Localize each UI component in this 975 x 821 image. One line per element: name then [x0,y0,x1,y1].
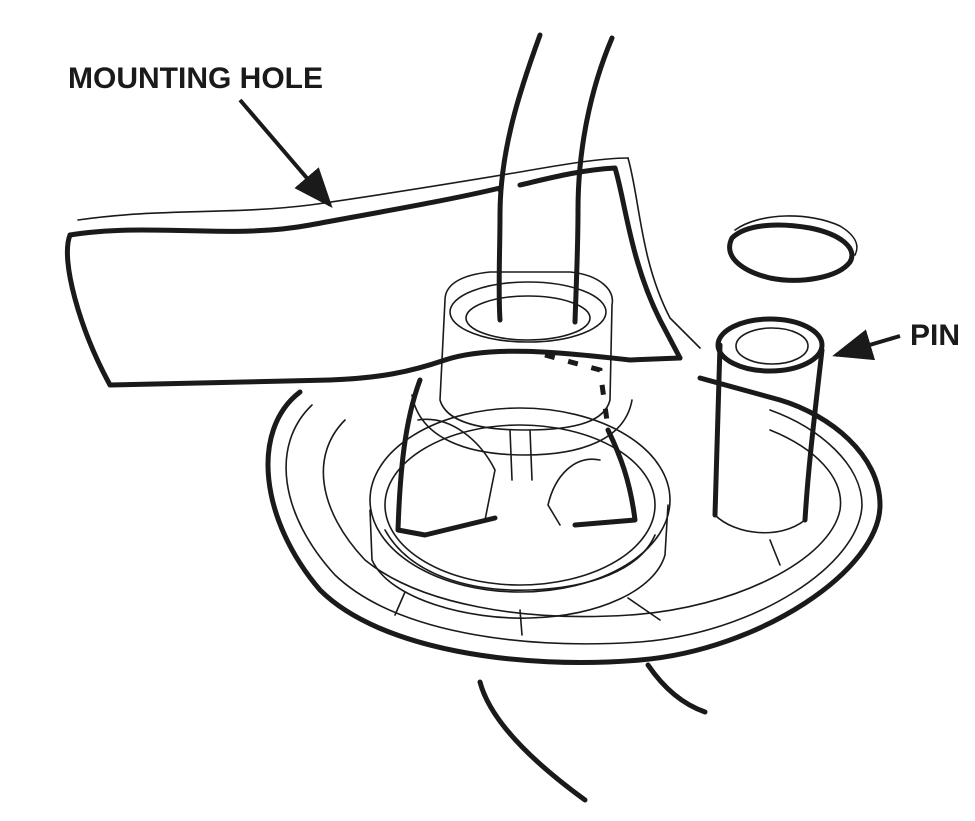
base-flange [265,375,883,665]
mounting-hole-arrow [238,98,333,209]
center-hub [369,271,671,619]
spring-clip [395,352,638,538]
mounting-bracket [64,157,701,388]
wire-harness [496,32,615,325]
mounting-hole [727,215,858,283]
mounting-hole-label: MOUNTING HOLE [68,62,323,95]
pin-arrow [832,329,901,361]
pin [712,316,825,534]
lower-wires [477,662,708,803]
pin-label: PIN [910,319,960,352]
